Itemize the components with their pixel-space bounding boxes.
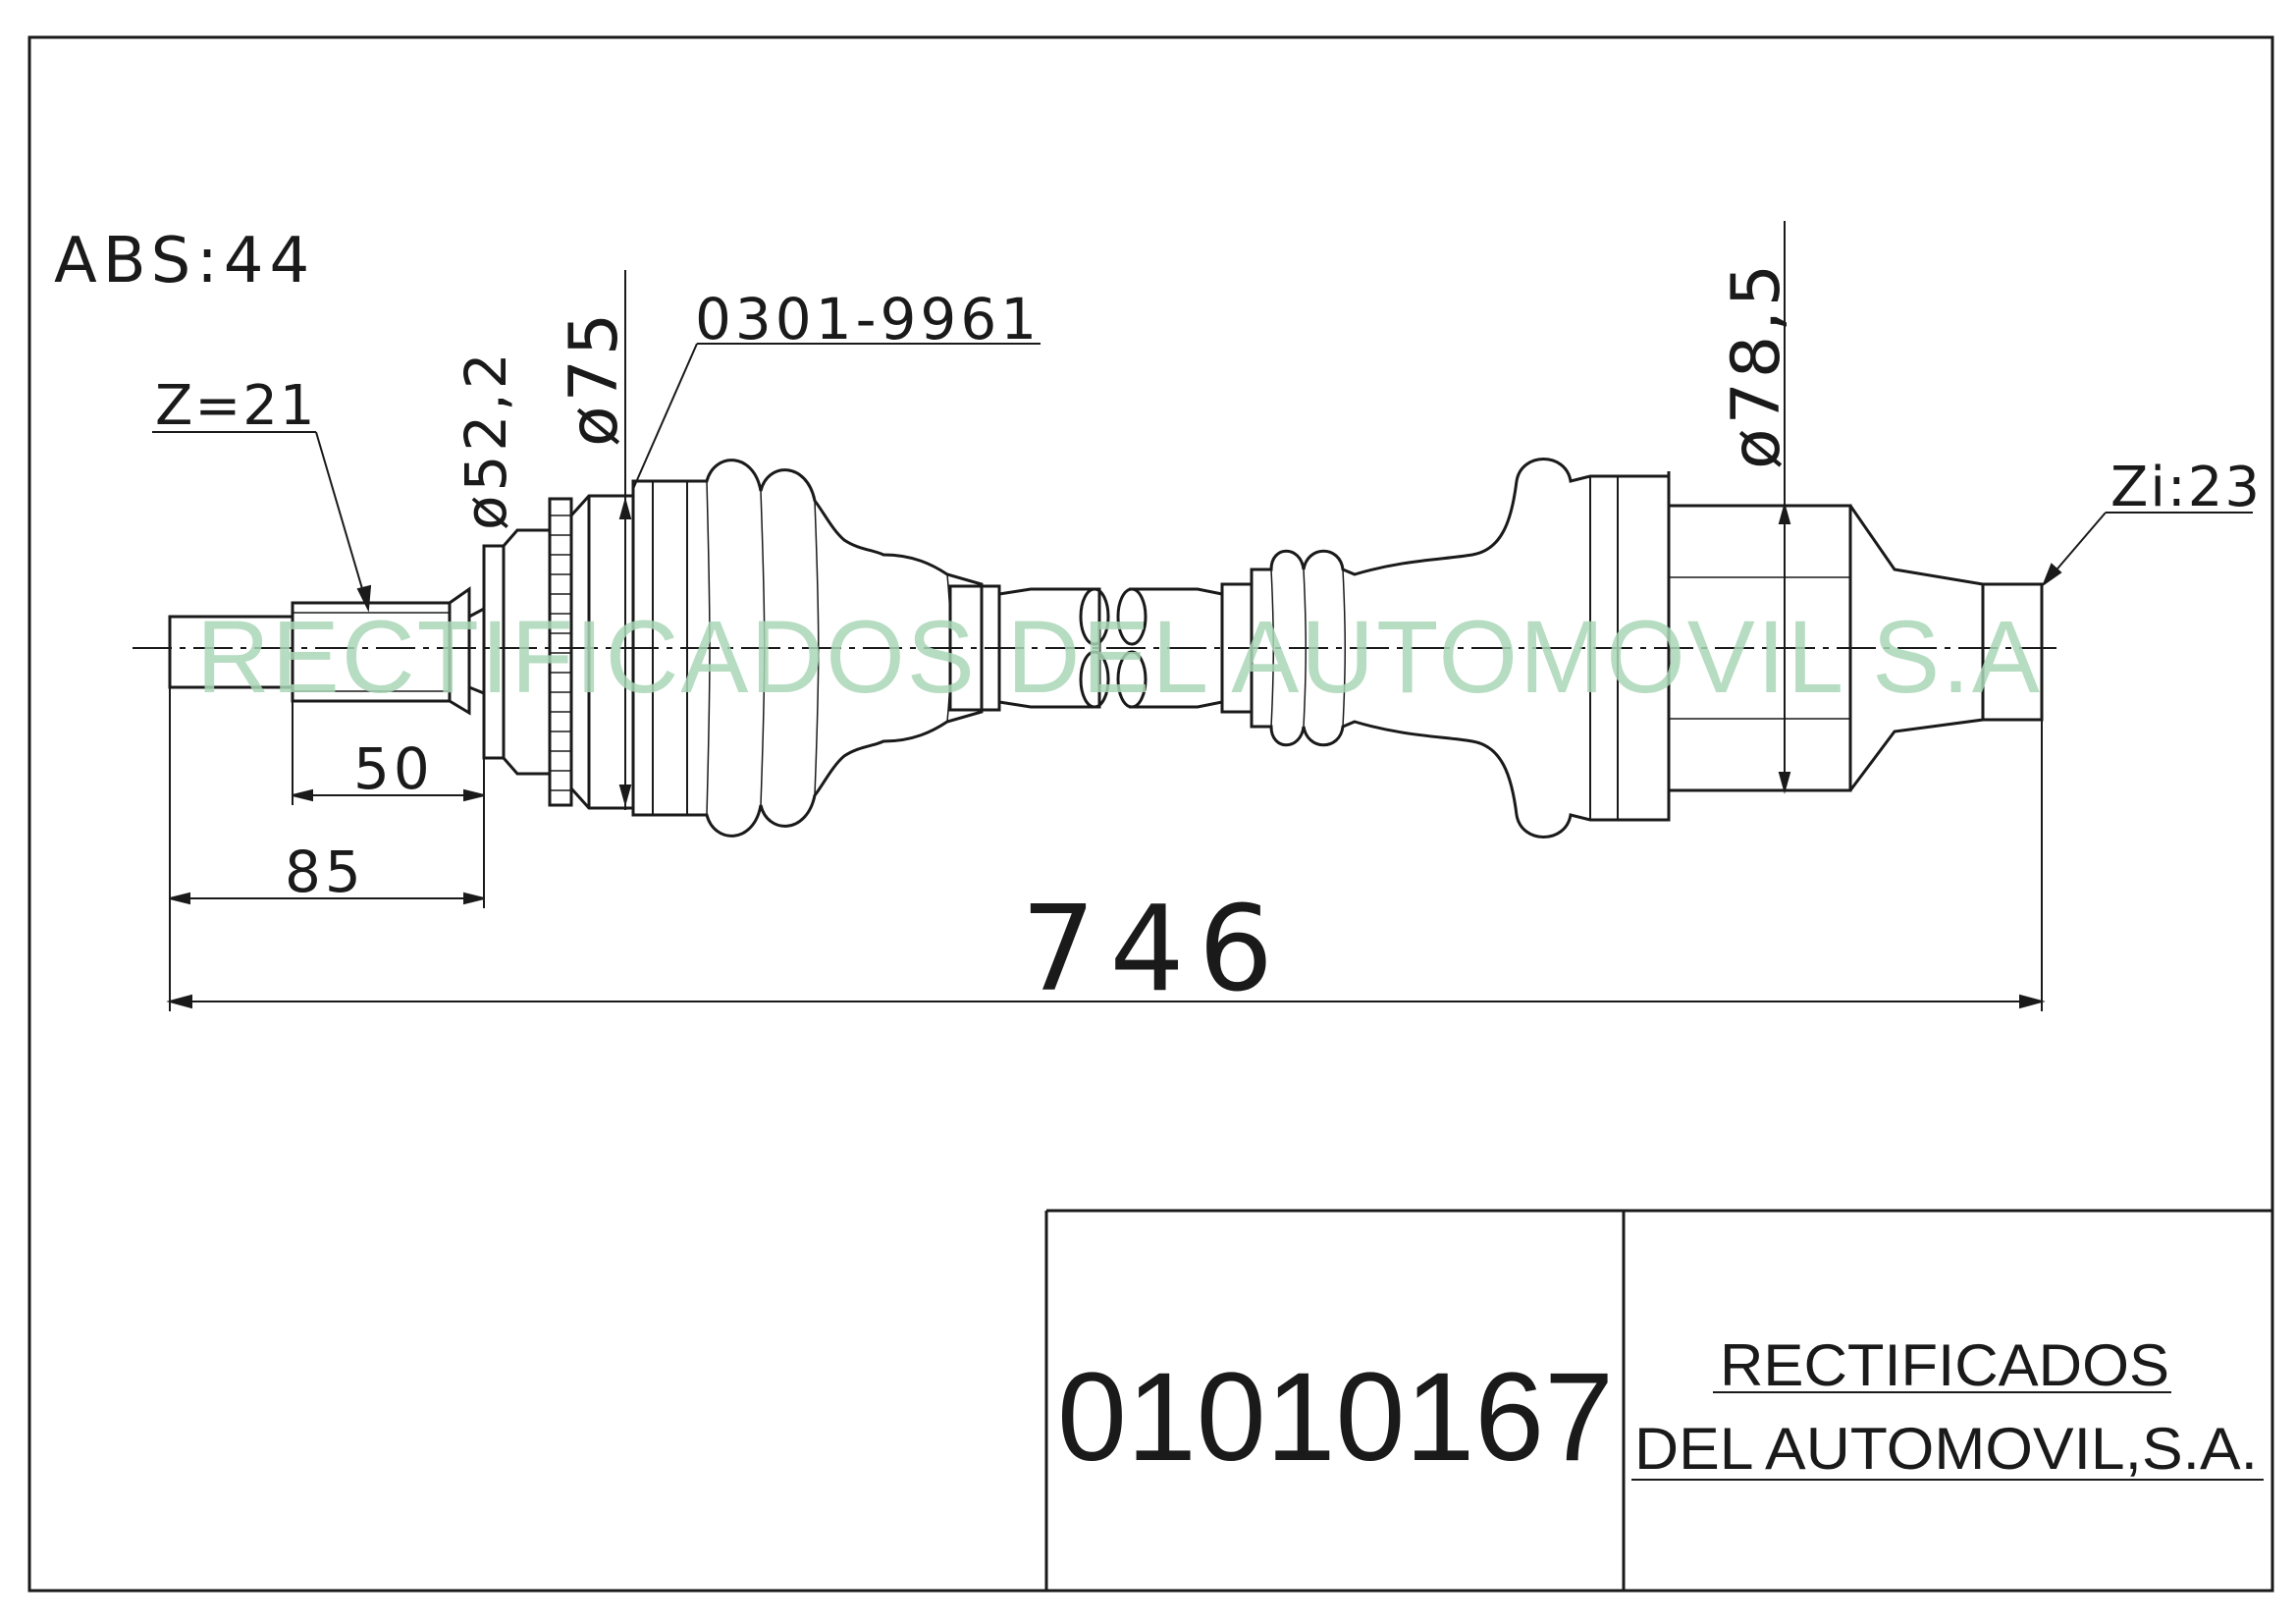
- abs-label: ABS:44: [54, 225, 315, 298]
- spline-left-label: Z=21: [155, 374, 317, 438]
- spline-right-label: Zi:23: [2110, 456, 2262, 519]
- dim-746-label: 746: [1021, 882, 1287, 1018]
- drive-shaft: [168, 458, 2044, 839]
- company-name-line2: DEL AUTOMOVIL,S.A.: [1634, 1416, 2258, 1482]
- part-ref-label: 0301-9961: [695, 286, 1041, 352]
- dim-85-label: 85: [285, 839, 365, 905]
- dim-d785-label: ø78,5: [1718, 260, 1795, 469]
- watermark-text: RECTIFICADOS DEL AUTOMOVIL S.A: [196, 600, 2042, 715]
- drawing-frame: [27, 35, 2274, 1593]
- title-block: [1044, 1209, 2272, 1591]
- dimension-lines: [152, 221, 2253, 1011]
- dim-d522-label: ø52,2: [453, 349, 519, 530]
- part-number: 01010167: [1057, 1347, 1614, 1488]
- dim-50-label: 50: [353, 735, 434, 802]
- company-name-line1: RECTIFICADOS: [1720, 1332, 2169, 1398]
- dim-d75-label: ø75: [556, 309, 633, 447]
